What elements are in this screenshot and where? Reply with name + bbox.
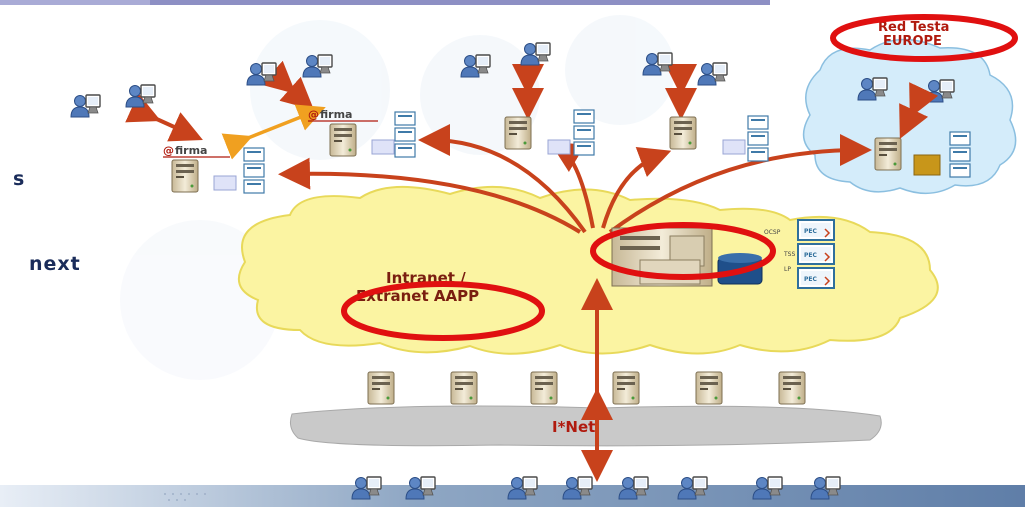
pec-card-1-label: PEC (804, 228, 817, 235)
node3-cards (573, 109, 595, 156)
top-title-bar (0, 0, 770, 5)
firme-logo-right-text: firma (320, 108, 352, 121)
firme-server-left (171, 159, 199, 193)
europe-db (913, 154, 941, 176)
firme-logo-right-icon: @ (308, 108, 319, 121)
node4-cards (747, 115, 769, 162)
inet-server-6 (778, 371, 806, 405)
inet-server-3 (530, 371, 558, 405)
europe-cards (949, 131, 971, 178)
firme-cards-left (243, 147, 265, 194)
firme-logo-left-icon: @ (163, 144, 174, 157)
tag-tss: TSS (783, 251, 795, 258)
inet-server-1 (367, 371, 395, 405)
firme-node-left: @ firma (163, 144, 265, 194)
arrow-users-firme1 (125, 93, 203, 142)
side-text-top: s (13, 168, 26, 190)
inet-server-2 (450, 371, 478, 405)
tag-lp: LP (784, 266, 791, 273)
pec-card-2-label: PEC (804, 252, 817, 259)
users-group3-b (520, 42, 551, 66)
arrow-europe-internal (899, 82, 939, 139)
node3-server (504, 116, 532, 150)
arrow-users-firme2 (261, 60, 314, 110)
arrow-center-to-europe (608, 134, 872, 234)
inet-server-5 (695, 371, 723, 405)
node-4 (669, 115, 769, 162)
pec-card-3-label: PEC (804, 276, 817, 283)
europe-label-line1: Red Testa (878, 20, 949, 35)
firme-cards-right (394, 111, 416, 158)
arrow-center-to-node4 (601, 147, 672, 229)
highlight-ring-europe (830, 14, 1018, 62)
tag-ocsp: OCSP (764, 229, 781, 236)
highlight-rings (341, 14, 1018, 341)
arrow-center-to-firme1 (278, 157, 582, 234)
node-3 (504, 109, 595, 156)
arrow-firme-to-firme (221, 104, 326, 160)
users-group4-b (697, 62, 728, 86)
highlight-ring-intranet (341, 281, 545, 341)
node4-server (669, 116, 697, 150)
side-text-bottom: next (29, 253, 81, 275)
central-server-cluster: OCSP TSS LP PEC PEC PEC (611, 219, 835, 289)
arrow-center-to-firme2 (418, 124, 587, 234)
europe-server (874, 137, 902, 171)
inet-servers (367, 371, 806, 405)
firme-node-right: @ firma (308, 108, 416, 158)
highlight-ring-central (590, 222, 776, 280)
bottom-bar-dots (164, 493, 206, 501)
firme-logo-left-text: firma (175, 144, 207, 157)
inet-server-4 (612, 371, 640, 405)
inet-label: I*Net (552, 418, 595, 436)
firme-server-right (329, 123, 357, 157)
europe-label-line2: EUROPE (883, 34, 942, 49)
users-group1-a (70, 94, 101, 118)
connection-arrows (125, 60, 939, 482)
users-group1-b (125, 84, 156, 108)
inet-bar: I*Net (290, 405, 882, 447)
